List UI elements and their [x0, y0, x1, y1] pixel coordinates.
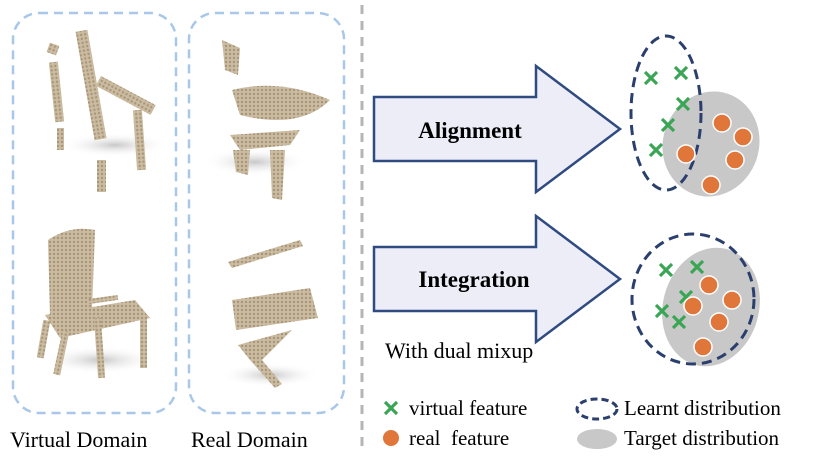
virtual-feature-cross [671, 314, 687, 330]
legend: virtual feature real feature Learnt dist… [383, 396, 781, 450]
virtual-feature-cross [675, 96, 691, 112]
legend-virtual-feature: virtual feature [409, 396, 527, 420]
virtual-feature-cross [673, 65, 689, 81]
virtual-feature-cross [654, 303, 670, 319]
legend-dot-icon [383, 430, 399, 446]
legend-learnt-icon [575, 397, 619, 421]
real-feature-dot [722, 290, 742, 310]
learnt-distribution-bottom [630, 232, 756, 366]
legend-target-icon [577, 429, 617, 449]
virtual-feature-cross [648, 142, 664, 158]
real-feature-dot [709, 312, 729, 332]
real-domain-label: Real Domain [191, 427, 308, 452]
target-distribution-top [662, 91, 760, 197]
legend-cross-icon [383, 400, 399, 416]
virtual-feature-cross [643, 70, 659, 86]
real-chair-scan-2 [220, 240, 320, 388]
alignment-arrow [372, 63, 623, 195]
virtual-feature-cross [660, 117, 676, 133]
dual-mixup-note: With dual mixup [385, 338, 533, 363]
real-chair-scan-1 [203, 40, 330, 200]
real-domain-panel [187, 11, 346, 415]
real-feature-dot [733, 127, 753, 147]
virtual-chair-full [36, 228, 160, 379]
integration-label: Integration [418, 267, 529, 292]
learnt-distribution-top [629, 34, 703, 192]
legend-real-feature: real feature [409, 426, 509, 450]
integration-distribution [630, 232, 760, 367]
virtual-chair-partial [46, 29, 170, 192]
real-feature-dot [676, 144, 696, 164]
alignment-distribution [629, 34, 760, 197]
legend-learnt-distribution: Learnt distribution [624, 396, 781, 420]
integration-arrow [372, 213, 623, 345]
virtual-feature-cross [658, 262, 674, 278]
virtual-feature-cross [689, 259, 705, 275]
real-feature-dot [683, 296, 703, 316]
real-feature-dot [712, 113, 732, 133]
real-feature-dot [693, 337, 713, 357]
target-distribution-bottom [662, 247, 760, 367]
legend-target-distribution: Target distribution [624, 426, 780, 450]
alignment-label: Alignment [418, 118, 522, 143]
real-feature-dot [699, 275, 719, 295]
virtual-domain-label: Virtual Domain [10, 427, 147, 452]
real-feature-dot [701, 175, 721, 195]
real-feature-dot [725, 150, 745, 170]
